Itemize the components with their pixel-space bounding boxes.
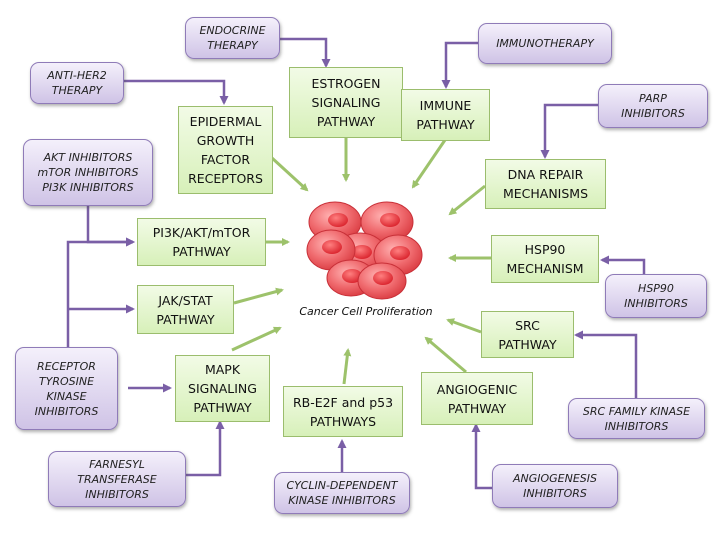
connector-anti-her2 — [124, 79, 229, 105]
arrow-angiogenic — [424, 336, 467, 374]
parp-inhibitors-label: PARP INHIBITORS — [621, 92, 685, 120]
estrogen-pathway-label: ESTROGEN SIGNALING PATHWAY — [311, 76, 381, 129]
cdk-inhibitors-label: CYCLIN-DEPENDENT KINASE INHIBITORS — [286, 479, 398, 507]
hsp90-inhibitors-box: HSP90 INHIBITORS — [605, 274, 707, 318]
connector-angiogenesis — [471, 423, 492, 490]
angiogenesis-inhibitors-box: ANGIOGENESIS INHIBITORS — [492, 464, 618, 508]
jak-stat-pathway-box: JAK/STAT PATHWAY — [137, 285, 234, 334]
cancer-cell — [357, 262, 407, 300]
arrow-rb-e2f — [342, 348, 352, 385]
connector-hsp90 — [600, 255, 646, 274]
endocrine-therapy-label: ENDOCRINE THERAPY — [199, 24, 266, 52]
rb-e2f-pathway-box: RB-E2F and p53 PATHWAYS — [283, 386, 403, 437]
akt-mtor-pi3k-inhibitors-box: AKT INHIBITORS mTOR INHIBITORS PI3K INHI… — [23, 139, 153, 206]
hsp90-mechanism-box: HSP90 MECHANISM — [491, 235, 599, 283]
jak-stat-pathway-label: JAK/STAT PATHWAY — [156, 292, 215, 327]
hsp90-mechanism-label: HSP90 MECHANISM — [506, 242, 584, 276]
farnesyl-transferase-inhibitors-box: FARNESYL TRANSFERASE INHIBITORS — [48, 451, 186, 507]
rtk-inhibitors-label: RECEPTOR TYROSINE KINASE INHIBITORS — [34, 359, 99, 418]
cancer-cell — [360, 201, 414, 243]
connector-endocrine — [280, 37, 331, 68]
inhibitor-connectors — [66, 37, 646, 490]
rb-e2f-pathway-label: RB-E2F and p53 PATHWAYS — [292, 394, 394, 429]
arrow-jak-stat — [233, 287, 284, 305]
dna-repair-label: DNA REPAIR MECHANISMS — [502, 167, 589, 201]
arrow-immune — [411, 139, 447, 189]
estrogen-pathway-box: ESTROGEN SIGNALING PATHWAY — [289, 67, 403, 138]
immune-pathway-label: IMMUNE PATHWAY — [416, 98, 475, 132]
akt-mtor-pi3k-inhibitors-label: AKT INHIBITORS mTOR INHIBITORS PI3K INHI… — [37, 151, 139, 194]
anti-her2-therapy-label: ANTI-HER2 THERAPY — [47, 69, 107, 97]
arrow-dna-repair — [448, 184, 486, 216]
immune-pathway-box: IMMUNE PATHWAY — [401, 89, 490, 141]
connector-parp — [540, 103, 598, 159]
immunotherapy-label: IMMUNOTHERAPY — [496, 37, 594, 50]
pi3k-pathway-label: PI3K/AKT/mTOR PATHWAY — [152, 225, 251, 259]
parp-inhibitors-box: PARP INHIBITORS — [598, 84, 708, 128]
connector-immunotherapy — [441, 41, 478, 89]
arrow-egfr — [270, 156, 309, 192]
angiogenic-pathway-label: ANGIOGENIC PATHWAY — [436, 381, 518, 416]
hsp90-inhibitors-label: HSP90 INHIBITORS — [624, 282, 688, 310]
pathway-arrows — [231, 138, 491, 385]
src-family-kinase-inhibitors-box: SRC FAMILY KINASE INHIBITORS — [568, 398, 705, 439]
connector-src-family — [574, 330, 638, 398]
connector-rtk-trunk — [66, 237, 135, 347]
pi3k-pathway-box: PI3K/AKT/mTOR PATHWAY — [137, 218, 266, 266]
src-family-kinase-inhibitors-label: SRC FAMILY KINASE INHIBITORS — [582, 404, 691, 433]
connector-akt — [86, 206, 135, 247]
egfr-label: EPIDERMAL GROWTH FACTOR RECEPTORS — [188, 114, 263, 186]
dna-repair-box: DNA REPAIR MECHANISMS — [485, 159, 606, 209]
arrow-src — [446, 318, 482, 334]
endocrine-therapy-box: ENDOCRINE THERAPY — [185, 17, 280, 59]
src-pathway-label: SRC PATHWAY — [498, 317, 557, 352]
connector-farnesyl — [186, 420, 225, 477]
mapk-pathway-box: MAPK SIGNALING PATHWAY — [175, 355, 270, 422]
rtk-inhibitors-box: RECEPTOR TYROSINE KINASE INHIBITORS — [15, 347, 118, 430]
anti-her2-therapy-box: ANTI-HER2 THERAPY — [30, 62, 124, 104]
cdk-inhibitors-box: CYCLIN-DEPENDENT KINASE INHIBITORS — [274, 472, 410, 514]
src-pathway-box: SRC PATHWAY — [481, 311, 574, 358]
immunotherapy-box: IMMUNOTHERAPY — [478, 23, 612, 64]
cancer-cell-cluster — [306, 201, 423, 300]
mapk-pathway-label: MAPK SIGNALING PATHWAY — [188, 362, 257, 415]
angiogenic-pathway-box: ANGIOGENIC PATHWAY — [421, 372, 533, 425]
center-label: Cancer Cell Proliferation — [299, 305, 433, 318]
angiogenesis-inhibitors-label: ANGIOGENESIS INHIBITORS — [512, 472, 598, 500]
arrow-mapk — [231, 326, 282, 352]
farnesyl-transferase-inhibitors-label: FARNESYL TRANSFERASE INHIBITORS — [77, 457, 157, 501]
egfr-box: EPIDERMAL GROWTH FACTOR RECEPTORS — [178, 106, 273, 194]
